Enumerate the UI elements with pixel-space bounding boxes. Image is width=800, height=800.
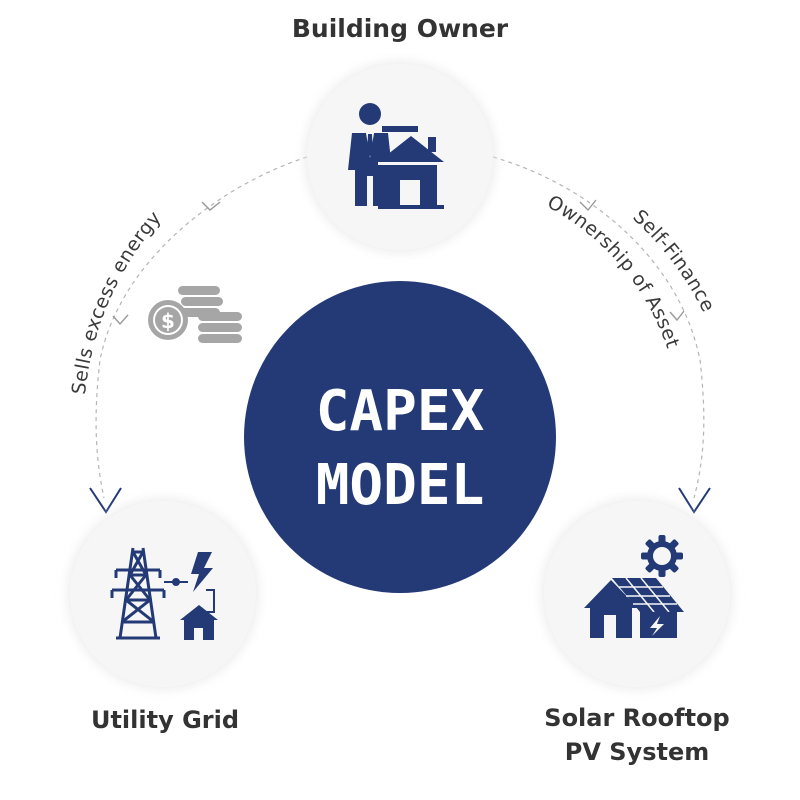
svg-text:$: $ (161, 309, 175, 333)
node-label-building-owner: Building Owner (292, 14, 509, 43)
center-circle (244, 281, 556, 593)
gear-sun-icon (641, 535, 683, 577)
edge-label-ownership-of-asset: Ownership of Asset (544, 191, 684, 351)
arrowhead-icon (201, 201, 221, 211)
arrowhead-icon (89, 487, 122, 514)
connector-owner-to-grid (95, 156, 308, 499)
center-title-line2: MODEL (316, 453, 485, 518)
node-label-solar-line1: Solar Rooftop (544, 704, 729, 732)
arrowhead-icon (669, 310, 685, 322)
arrowhead-icon (112, 314, 129, 326)
mid-arrowheads (112, 199, 685, 326)
arrowhead-icon (579, 199, 597, 212)
node-label-utility-grid: Utility Grid (91, 706, 239, 734)
power-tower-icon (110, 547, 166, 640)
lightning-icon (191, 552, 213, 592)
businessman-house-icon (348, 103, 444, 209)
house-icon (180, 605, 218, 640)
solar-house-icon (584, 577, 684, 638)
center-title-line1: CAPEX (316, 379, 485, 444)
arrowhead-icon (678, 487, 711, 514)
end-arrowheads (89, 487, 711, 514)
connector-lines (95, 156, 705, 499)
grid-connection (164, 578, 215, 613)
coins-dollar-icon: $ (148, 286, 242, 343)
edge-label-sells-excess-energy: Sells excess energy (68, 207, 166, 396)
node-label-solar-line2: PV System (565, 738, 710, 766)
